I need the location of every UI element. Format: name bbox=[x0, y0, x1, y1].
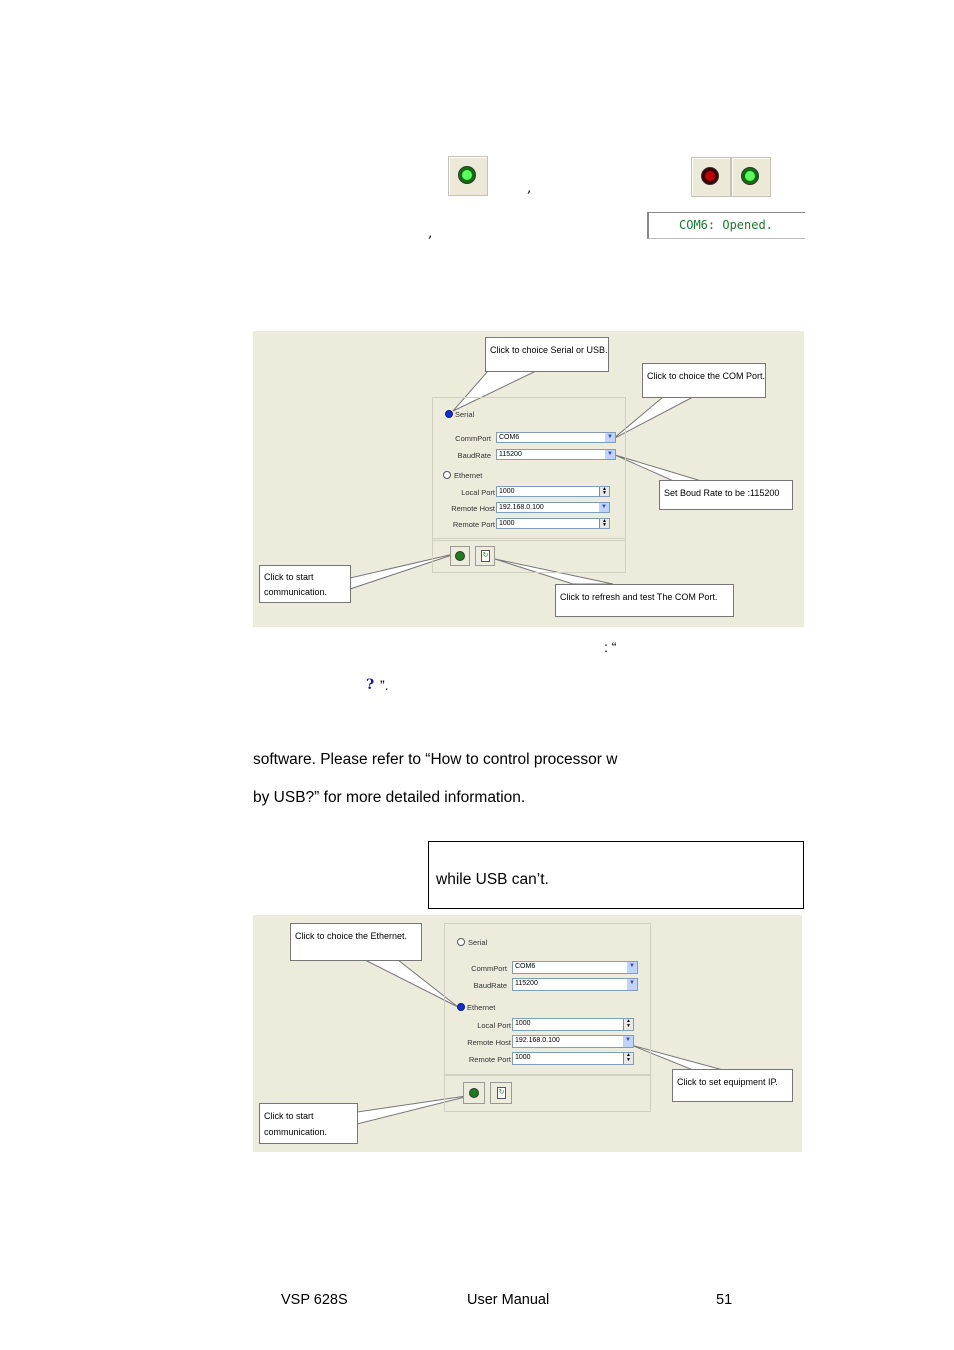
remote-port-value: 1000 bbox=[499, 520, 515, 527]
toolbar-group bbox=[444, 1074, 651, 1112]
remote-port-value: 1000 bbox=[515, 1054, 531, 1061]
remote-host-label: Remote Host bbox=[467, 1038, 511, 1047]
remote-host-value: 192.168.0.100 bbox=[499, 504, 544, 511]
ethernet-label: Ethernet bbox=[467, 1003, 496, 1012]
footer-model: VSP 628S bbox=[281, 1292, 348, 1308]
commport-label: CommPort bbox=[471, 964, 507, 973]
callout-choice-ethernet: Click to choice the Ethernet. bbox=[290, 923, 422, 961]
remote-port-label: Remote Port bbox=[468, 1055, 511, 1064]
callout-refresh-test: Click to refresh and test The COM Port. bbox=[555, 584, 734, 617]
figure-serial-settings: Serial CommPort COM6 ▼ BaudRate 115200 ▼… bbox=[253, 331, 804, 627]
remote-host-select[interactable]: 192.168.0.100 ▼ bbox=[496, 502, 610, 513]
refresh-button[interactable]: ↻ bbox=[490, 1082, 512, 1104]
local-port-label: Local Port bbox=[461, 488, 495, 497]
chevron-down-icon[interactable]: ▼ bbox=[599, 503, 609, 512]
connection-group bbox=[444, 923, 651, 1076]
commport-value: COM6 bbox=[499, 434, 520, 441]
local-port-value: 1000 bbox=[499, 488, 515, 495]
connect-button[interactable] bbox=[450, 546, 470, 566]
remote-port-label: Remote Port bbox=[452, 520, 495, 529]
commport-select[interactable]: COM6 ▼ bbox=[512, 961, 638, 974]
refresh-icon: ↻ bbox=[497, 1087, 506, 1099]
local-port-input[interactable]: 1000 ▲▼ bbox=[512, 1018, 634, 1031]
connection-group bbox=[432, 397, 626, 541]
note-box: while USB can’t. bbox=[428, 841, 804, 909]
commport-value: COM6 bbox=[515, 963, 536, 970]
refresh-icon: ↻ bbox=[481, 550, 490, 562]
note-text: while USB can’t. bbox=[436, 871, 549, 888]
local-port-input[interactable]: 1000 ▲▼ bbox=[496, 486, 610, 497]
paragraph-line-usb: by USB?” for more detailed information. bbox=[253, 789, 526, 806]
serial-label: Serial bbox=[455, 410, 475, 419]
chevron-down-icon[interactable]: ▼ bbox=[627, 962, 637, 973]
remote-host-label: Remote Host bbox=[451, 504, 495, 513]
status-bar-image: COM6: Opened. bbox=[647, 212, 805, 239]
callout-start-communication: Click to start communication. bbox=[259, 1103, 358, 1144]
green-led-icon bbox=[741, 167, 759, 185]
status-text: COM6: Opened. bbox=[679, 218, 773, 232]
callout-choice-serial-usb: Click to choice Serial or USB. bbox=[485, 337, 609, 372]
ethernet-label: Ethernet bbox=[454, 471, 483, 480]
red-led-icon bbox=[701, 167, 719, 185]
spinner-icon[interactable]: ▲▼ bbox=[623, 1053, 633, 1064]
baudrate-label: BaudRate bbox=[457, 451, 491, 460]
commport-select[interactable]: COM6 ▼ bbox=[496, 432, 616, 443]
remote-port-input[interactable]: 1000 ▲▼ bbox=[512, 1052, 634, 1065]
remote-port-input[interactable]: 1000 ▲▼ bbox=[496, 518, 610, 529]
spinner-icon[interactable]: ▲▼ bbox=[599, 487, 609, 496]
question-mark: ? bbox=[366, 677, 375, 693]
serial-radio[interactable] bbox=[445, 410, 453, 418]
baudrate-value: 115200 bbox=[499, 451, 522, 458]
ethernet-radio[interactable] bbox=[457, 1003, 465, 1011]
connect-button-image-2 bbox=[731, 157, 771, 197]
ethernet-radio[interactable] bbox=[443, 471, 451, 479]
footer-page-number: 51 bbox=[716, 1292, 733, 1308]
green-led-icon bbox=[455, 551, 465, 561]
callout-baud-rate: Set Boud Rate to be :115200 bbox=[659, 480, 793, 510]
text-fragment-colon-quote: : “ bbox=[604, 639, 617, 655]
spinner-icon[interactable]: ▲▼ bbox=[623, 1019, 633, 1030]
callout-start-communication: Click to start communication. bbox=[259, 565, 351, 603]
callout-set-ip: Click to set equipment IP. bbox=[672, 1069, 793, 1102]
connect-button[interactable] bbox=[463, 1082, 485, 1104]
disconnect-button-image bbox=[691, 157, 731, 197]
toolbar-group bbox=[432, 538, 626, 573]
figure-ethernet-settings: Serial CommPort COM6 ▼ BaudRate 115200 ▼… bbox=[253, 915, 802, 1152]
baudrate-select[interactable]: 115200 ▼ bbox=[512, 978, 638, 991]
paragraph-line-software: software. Please refer to “How to contro… bbox=[253, 751, 618, 768]
connect-button-image bbox=[448, 156, 488, 196]
serial-label: Serial bbox=[468, 938, 488, 947]
comma: , bbox=[428, 225, 433, 241]
comma: , bbox=[527, 180, 532, 196]
local-port-label: Local Port bbox=[477, 1021, 511, 1030]
callout-choice-com-port: Click to choice the COM Port. bbox=[642, 363, 766, 398]
spinner-icon[interactable]: ▲▼ bbox=[599, 519, 609, 528]
chevron-down-icon[interactable]: ▼ bbox=[605, 450, 615, 459]
baudrate-value: 115200 bbox=[515, 980, 538, 987]
commport-label: CommPort bbox=[455, 434, 491, 443]
serial-radio[interactable] bbox=[457, 938, 465, 946]
chevron-down-icon[interactable]: ▼ bbox=[623, 1036, 633, 1047]
refresh-button[interactable]: ↻ bbox=[475, 546, 495, 566]
green-led-icon bbox=[469, 1088, 479, 1098]
chevron-down-icon[interactable]: ▼ bbox=[627, 979, 637, 990]
green-led-icon bbox=[458, 166, 476, 184]
baudrate-label: BaudRate bbox=[473, 981, 507, 990]
remote-host-select[interactable]: 192.168.0.100 ▼ bbox=[512, 1035, 634, 1048]
remote-host-value: 192.168.0.100 bbox=[515, 1037, 560, 1044]
chevron-down-icon[interactable]: ▼ bbox=[605, 433, 615, 442]
text-fragment-end-quote: ”. bbox=[380, 677, 389, 693]
footer-title: User Manual bbox=[467, 1292, 550, 1308]
baudrate-select[interactable]: 115200 ▼ bbox=[496, 449, 616, 460]
local-port-value: 1000 bbox=[515, 1020, 531, 1027]
